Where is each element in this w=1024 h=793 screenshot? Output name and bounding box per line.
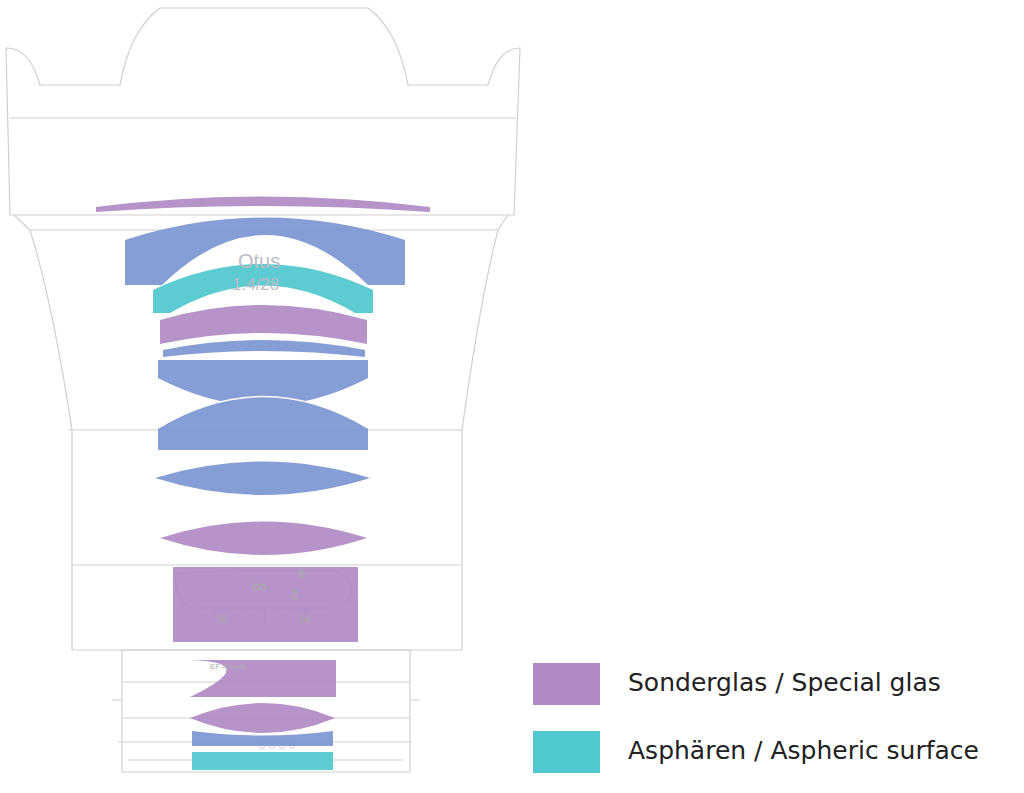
lens-elements (96, 197, 430, 771)
engraved-spec: 1.4/28 (232, 275, 279, 295)
engraved-name: Otus (238, 250, 280, 273)
legend-swatch (533, 731, 600, 773)
legend-swatch (533, 663, 600, 705)
legend-text: Sonderglas / Special glas (628, 668, 941, 697)
dof-scale-number: 16 (216, 614, 227, 625)
focus-scale-number: 6 (298, 566, 305, 581)
focus-scale-mark: ∞ (252, 575, 266, 598)
mount-marking: EF-mount (210, 662, 245, 671)
legend-text: Asphären / Aspheric surface (628, 736, 979, 765)
lens-barrel (6, 8, 520, 772)
focus-scale-number: 2 (291, 586, 299, 602)
dof-scale-number: 14 (299, 614, 310, 625)
